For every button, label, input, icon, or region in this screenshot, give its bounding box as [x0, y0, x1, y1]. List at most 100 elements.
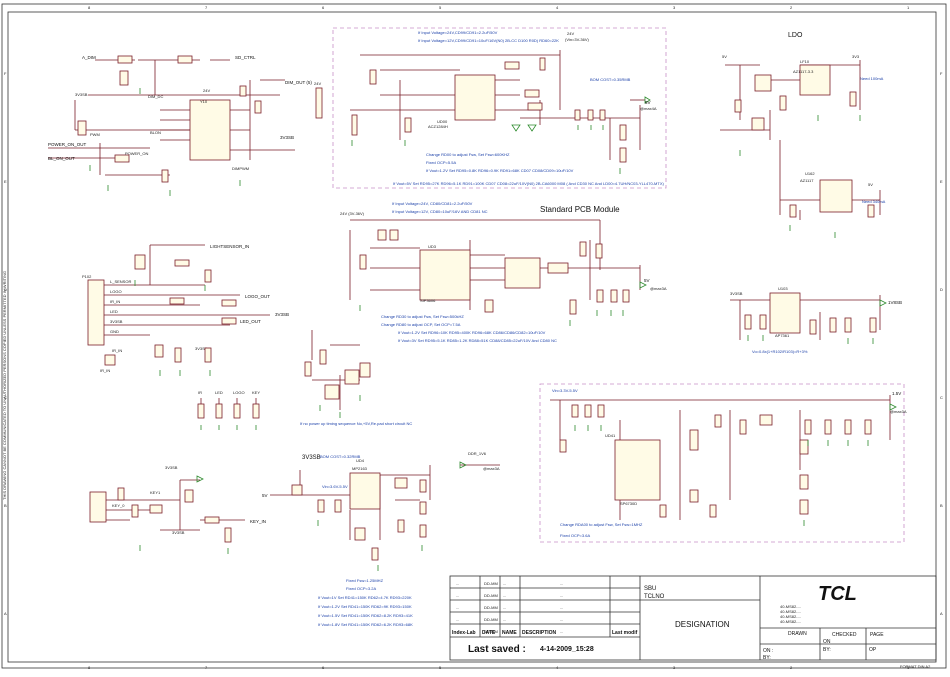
ddr-ic-ud41 — [614, 439, 661, 501]
tb-tclno: TCLNO — [644, 594, 665, 600]
ldo-ic-lf10 — [799, 64, 831, 96]
std-note-1v2: If Vout=1.2V Set RD96=10K RD95=400K RD96… — [398, 330, 546, 335]
std-note-ocp: Change RD80 to adjust OCP, Set OCP=7.5A — [381, 322, 461, 327]
net-3v3sb-reg: 3V3SB — [730, 291, 743, 296]
tb-header-description: DESCRIPTION — [522, 630, 557, 636]
top-buck-vin: 24V — [567, 31, 574, 36]
net-bl-on-out: BL_ON_OUT — [48, 156, 75, 161]
no-power-note: If no power up timing sequence No,+5V,Re… — [300, 421, 412, 426]
row-marker: D — [4, 287, 7, 292]
mux-ic-label: Y10 — [200, 99, 208, 104]
tb-revision-cell: ... — [456, 581, 459, 586]
tb-by: BY: — [763, 655, 771, 661]
ddr-vout: 1.5V — [892, 391, 901, 396]
title-block: ...DD-MM.........DD-MM.........DD-MM....… — [449, 575, 937, 661]
bottom-note-1v2: If Vout=1.2V Set RD41=150K RD62=9K RD93=… — [318, 604, 412, 609]
ddr-current: @max3A — [890, 409, 907, 414]
net-led-out: LED_OUT — [240, 319, 261, 324]
column-marker: 8 — [88, 665, 91, 670]
reg-ic-ref: U103 — [778, 286, 788, 291]
bottom-current: @max3A — [483, 466, 500, 471]
tb-checked: CHECKED — [832, 632, 857, 638]
top-buck-note-2: If Input Voltage=12V,CD99/CD91=10uF/16V(… — [418, 38, 559, 43]
column-marker: 7 — [205, 665, 208, 670]
net-1v8sb: 1V8SB — [888, 300, 902, 305]
res-logo-label: LOGO — [233, 390, 245, 395]
tcl-logo: TCL — [818, 583, 857, 605]
tb-header-index: Index-Lab — [452, 630, 476, 636]
pin-led: LED — [110, 309, 118, 314]
ldo-vout-3v3: 3V3 — [852, 54, 860, 59]
dimpwm-label: DIMPWM — [232, 166, 249, 171]
tb-revision-cell: ... — [456, 629, 459, 634]
column-marker: 5 — [439, 5, 442, 10]
bottom-note-1v5: If Vout=1.5V Set RD41=150K RD62=8.2K RD9… — [318, 613, 413, 618]
column-marker: 8 — [88, 5, 91, 10]
tb-op: OP — [869, 647, 877, 653]
tb-header-name: NAME — [502, 630, 517, 636]
standard-pcb-module: Standard PCB Module If Input Voltage=24V… — [340, 201, 667, 343]
pin-ir-in: IR_IN — [110, 299, 120, 304]
net-lightsensor-in: LIGHTSENSOR_IN — [210, 244, 249, 249]
last-saved-value: 4-14-2009_15:28 — [540, 646, 594, 653]
blon-label: BLON — [150, 130, 161, 135]
bottom-vout-net: DDR_1V6 — [468, 451, 487, 456]
column-marker: 1 — [907, 5, 910, 10]
tb-on: ON : — [763, 648, 773, 654]
side-disclaimer: THIS DRAWING CANNOT BE COMMUNICATED TO U… — [2, 271, 7, 500]
top-buck-note-5v: If Vout=5V Set RD95=27K RD96=5.1K RD91=1… — [393, 181, 664, 186]
row-marker: F — [4, 71, 7, 76]
std-ic-ud3 — [419, 249, 471, 301]
column-marker: 4 — [556, 665, 559, 670]
bottom-3v3sb: 3V3SB — [302, 455, 321, 461]
bottom-ic-ud4 — [349, 472, 381, 510]
tb-revision-cell: ... — [503, 581, 506, 586]
top-buck-note-1: If Input Voltage=24V,CD99/CD91=2.2uF/50V — [418, 30, 498, 35]
bottom-note-fsw: Fixed Fsw=1.25MHZ — [346, 578, 384, 583]
top-buck-boundary — [332, 27, 667, 189]
top-buck-note-1v2: If Vout=1.2V Set RD95=0.8K RD96=0.9K RD9… — [426, 168, 574, 173]
bottom-note-1v: If Vout=1V Set RD41=150K RD62=4.7K RD93=… — [318, 595, 412, 600]
tb-part-number-4: 40-MS82-... — [780, 619, 801, 624]
ldo-ic-u162 — [819, 179, 853, 213]
key-connector — [89, 491, 107, 523]
tb-sbu: SBU — [644, 586, 656, 592]
mux-ic-y10 — [189, 99, 231, 161]
tb-checked-on: ON — [823, 639, 831, 645]
res-key-label: KEY — [252, 390, 260, 395]
dim-dc-label: DIM_DC — [148, 94, 163, 99]
tb-revision-cell: ... — [503, 605, 506, 610]
tb-revision-cell: DD-MM — [484, 593, 498, 598]
net-3v3sb-sensor: 3V3SB — [195, 346, 208, 351]
bottom-ic-pn: MP2163 — [352, 466, 368, 471]
drawing-frame — [7, 11, 937, 663]
column-marker: 6 — [322, 5, 325, 10]
row-marker: E — [940, 179, 943, 184]
ldo1-ref: LF10 — [800, 59, 810, 64]
net-key-in: KEY_IN — [250, 519, 266, 524]
net-3v3sb-mid: 3V3SB — [275, 312, 289, 317]
res-ir-label: IR — [198, 390, 202, 395]
bottom-note-1v8: If Vout=1.8V Set RD41=150K RD62=6.2K RD9… — [318, 622, 413, 627]
ddr-note-fsw: Change RDA00 to adjust Fsw, Set Fsw=1MHZ — [560, 522, 643, 527]
std-mosfet — [504, 257, 541, 289]
ldo-block: LDO 5V 3V3 Need 100mA LF10 AZ1117-3.3 U1… — [720, 32, 886, 238]
tb-revision-cell: ... — [456, 605, 459, 610]
ldo-need-100ma: Need 100mA — [860, 76, 884, 81]
tb-revision-cell: ... — [456, 617, 459, 622]
std-ic-ref: UD3 — [428, 244, 437, 249]
row-marker: A — [4, 611, 7, 616]
ldo2-pn: AZ1117 — [800, 178, 814, 183]
column-marker: 5 — [439, 665, 442, 670]
column-marker: 1 — [907, 665, 910, 670]
tb-drawn: DRAWN — [788, 631, 807, 637]
std-vout: 5V — [644, 278, 650, 283]
tb-revision-cell: DD-MM — [484, 581, 498, 586]
ldo1-pn: AZ1117-3.3 — [793, 69, 814, 74]
tb-revision-cell: DD-MM — [484, 617, 498, 622]
row-marker: D — [940, 287, 943, 292]
top-buck-bom-cost: BOM COST=0.35RMB — [590, 77, 631, 82]
